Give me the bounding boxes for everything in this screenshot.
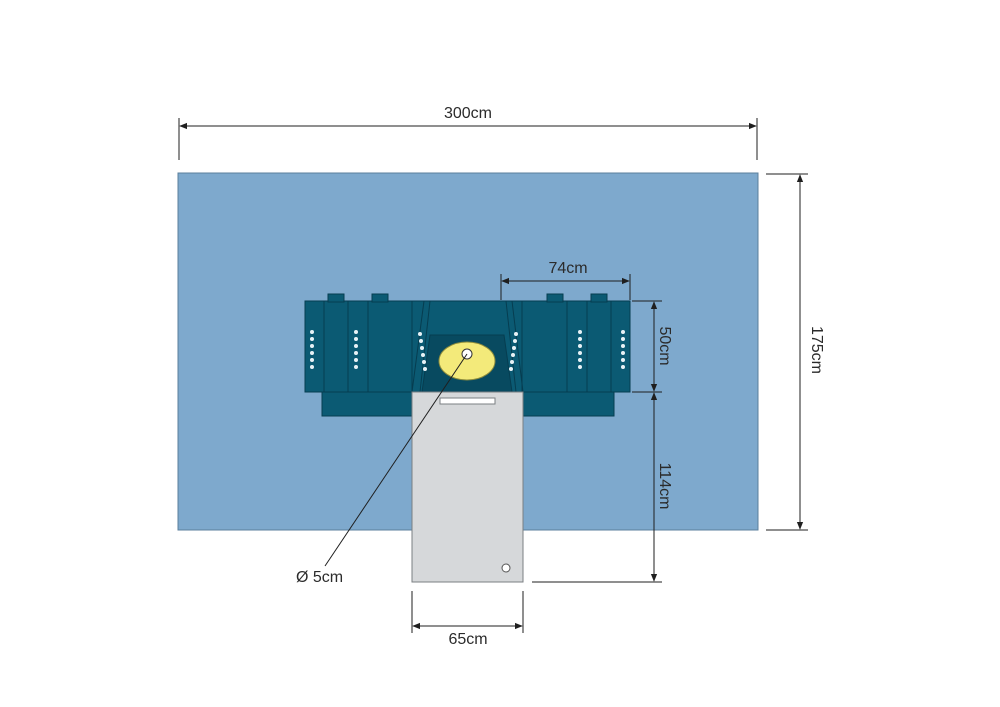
fenestration-area — [438, 341, 496, 381]
label-extension-length: 114cm — [656, 463, 673, 510]
extension-hole — [501, 563, 511, 573]
pouch-tab — [327, 293, 345, 303]
dimension-width-total — [178, 118, 758, 160]
dimension-extension-length — [532, 392, 662, 583]
extension-panel — [411, 391, 524, 583]
pouch-tab — [590, 293, 608, 303]
pouch-tab — [546, 293, 564, 303]
label-fenestration: Ø 5cm — [296, 569, 343, 586]
dimension-pouch-height — [632, 300, 662, 393]
extension-slot — [439, 397, 496, 405]
tube-holder-dots — [310, 330, 625, 371]
dimension-pouch-width — [500, 274, 631, 300]
dimension-height-total — [766, 173, 808, 531]
label-width-total: 300cm — [444, 105, 492, 122]
dimension-extension-width — [411, 591, 524, 633]
label-height-total: 175cm — [808, 326, 825, 374]
fenestration-leader — [324, 353, 468, 567]
label-pouch-height: 50cm — [656, 326, 673, 365]
pouch-tab — [371, 293, 389, 303]
label-pouch-width: 74cm — [548, 260, 587, 277]
label-extension-width: 65cm — [448, 631, 487, 648]
